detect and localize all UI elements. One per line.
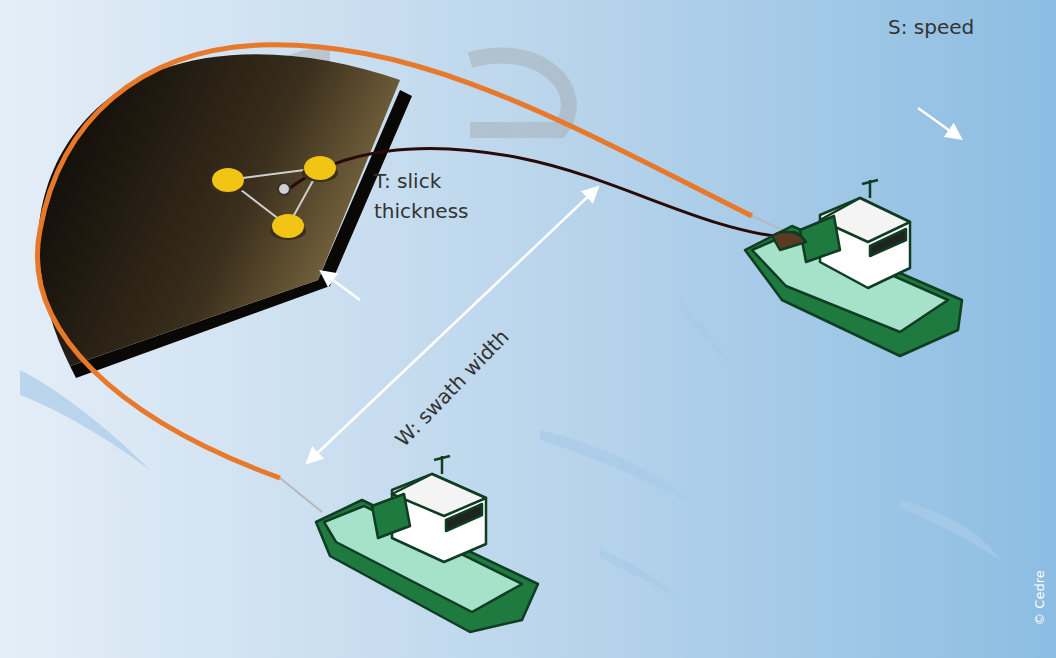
skimmer	[210, 156, 338, 240]
hose	[290, 148, 790, 238]
oil-slick	[38, 54, 400, 366]
speed-label: S: speed	[888, 12, 974, 42]
speed-arrow	[918, 108, 960, 138]
thickness-arrow	[322, 272, 360, 300]
width-arrow	[308, 188, 597, 462]
tow-line	[280, 478, 322, 512]
copyright-note: © Cedre	[1032, 570, 1048, 626]
right-boat	[745, 180, 962, 356]
boom	[37, 45, 752, 478]
left-boat	[316, 456, 538, 632]
thickness-label: T: slick thickness	[374, 166, 499, 226]
